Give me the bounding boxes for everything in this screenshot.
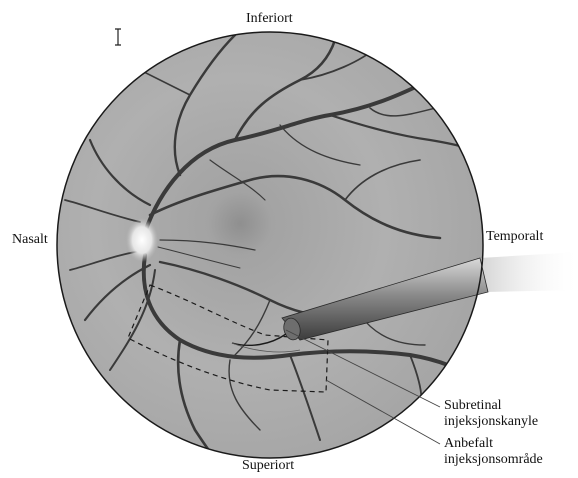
label-cannula: Subretinal injeksjonskanyle — [444, 398, 538, 430]
label-area-line1: Anbefalt — [444, 436, 493, 451]
area-leader-line — [325, 379, 441, 445]
label-nasal: Nasalt — [12, 232, 48, 247]
label-inferior: Inferiort — [246, 11, 293, 26]
label-area-line2: injeksjonsområde — [444, 452, 543, 467]
fundus-background — [57, 32, 483, 458]
injection-cannula — [231, 252, 578, 353]
label-superior: Superiort — [242, 458, 295, 473]
label-cannula-line1: Subretinal — [444, 398, 502, 413]
label-temporal: Temporalt — [486, 229, 544, 244]
label-cannula-line2: injeksjonskanyle — [444, 414, 539, 429]
label-injection-area: Anbefalt injeksjonsområde — [444, 436, 543, 468]
fundus-outline — [56, 31, 484, 459]
cannula-leader-line — [285, 329, 441, 408]
optic-disc — [126, 218, 158, 262]
recommended-injection-area — [127, 284, 329, 393]
text-cursor-icon — [115, 28, 121, 46]
